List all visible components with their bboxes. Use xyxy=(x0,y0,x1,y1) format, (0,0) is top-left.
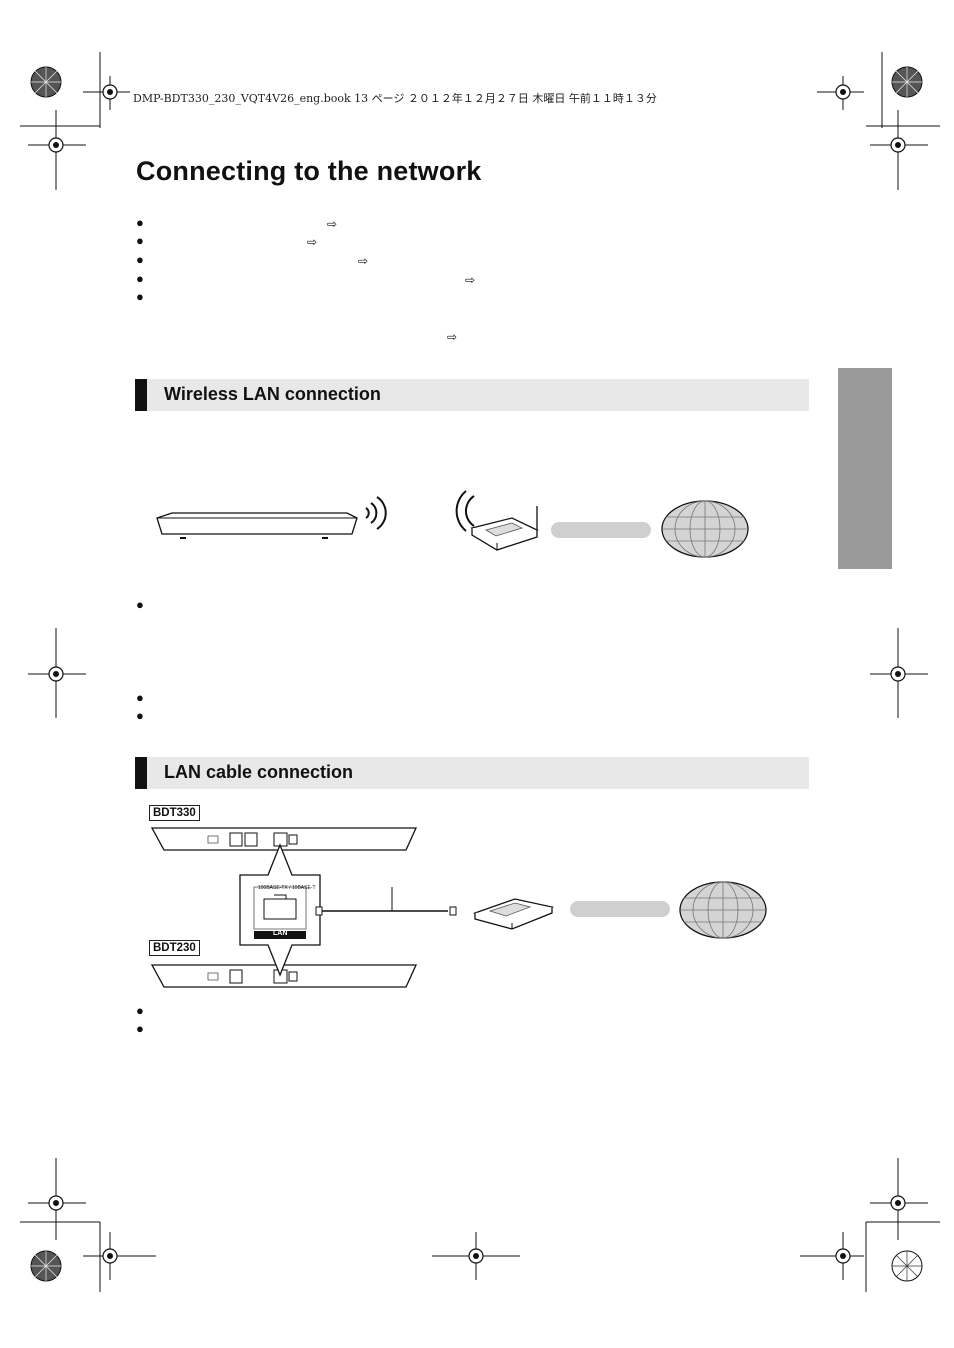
internet-globe-icon xyxy=(661,500,749,558)
bullet-marker: ● xyxy=(136,215,144,230)
book-header-line: DMP-BDT330_230_VQT4V26_eng.book 13 ページ ２… xyxy=(133,92,657,105)
page-ref-arrow-icon: ⇨ xyxy=(327,217,338,231)
section-heading-mark xyxy=(135,757,147,789)
internet-connection-pill xyxy=(570,901,670,917)
bullet-marker: ● xyxy=(136,708,144,723)
lan-port-caption: 100BASE-TX / 10BASE-T xyxy=(258,885,316,891)
section-heading-label: Wireless LAN connection xyxy=(164,384,381,404)
bullet-marker: ● xyxy=(136,271,144,286)
bullet-marker: ● xyxy=(136,289,144,304)
bullet-marker: ● xyxy=(136,1021,144,1036)
model-label-bdt330: BDT330 xyxy=(149,805,200,821)
model-label-bdt230: BDT230 xyxy=(149,940,200,956)
section-heading-mark xyxy=(135,379,147,411)
blu-ray-player-illustration xyxy=(156,512,358,539)
section-heading-wireless: Wireless LAN connection xyxy=(135,379,809,411)
page-title: Connecting to the network xyxy=(136,156,482,186)
bullet-marker: ● xyxy=(136,690,144,705)
internet-connection-pill xyxy=(551,522,651,538)
wireless-router-illustration xyxy=(455,490,539,551)
lan-port-label: LAN xyxy=(273,930,288,937)
page-ref-arrow-icon: ⇨ xyxy=(465,273,476,287)
bullet-marker: ● xyxy=(136,597,144,612)
lan-connection-diagram xyxy=(150,827,767,988)
wireless-signal-icon xyxy=(365,496,387,530)
chapter-side-tab xyxy=(838,368,892,569)
bullet-marker: ● xyxy=(136,252,144,267)
page-ref-arrow-icon: ⇨ xyxy=(307,235,318,249)
bullet-marker: ● xyxy=(136,233,144,248)
bullet-marker: ● xyxy=(136,1003,144,1018)
page-ref-arrow-icon: ⇨ xyxy=(358,254,369,268)
page-ref-arrow-icon: ⇨ xyxy=(447,330,458,344)
section-heading-lan-cable: LAN cable connection xyxy=(135,757,809,789)
section-heading-label: LAN cable connection xyxy=(164,762,354,782)
